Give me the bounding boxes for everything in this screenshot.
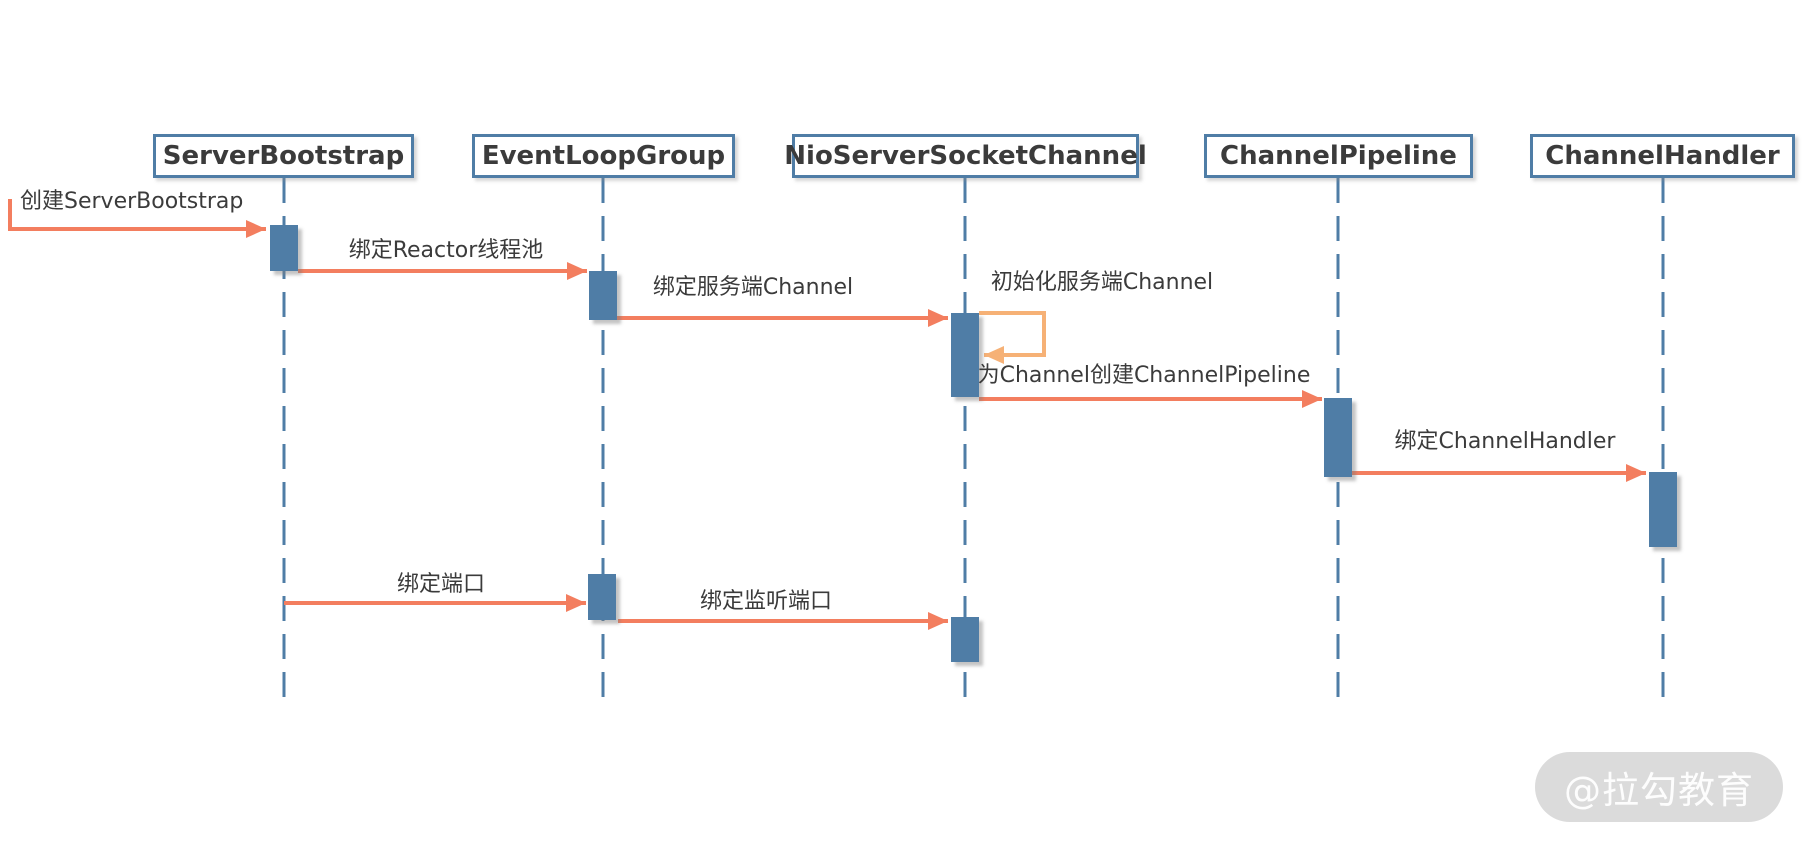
- message-label-bind-port: 绑定端口: [396, 572, 486, 597]
- message-label-bind-server-channel: 绑定服务端Channel: [652, 275, 854, 300]
- participant-box-eventloopgroup: EventLoopGroup: [472, 134, 735, 178]
- message-arrow-init-server-channel-self: [979, 311, 1046, 364]
- participant-box-channelpipeline: ChannelPipeline: [1204, 134, 1473, 178]
- activation-channelpipeline-1: [1324, 398, 1352, 477]
- participant-box-nioserversocketchannel: NioServerSocketChannel: [784, 134, 1147, 178]
- activation-serverbootstrap-1: [270, 225, 298, 271]
- activation-nioserversocketchannel-1: [951, 313, 979, 397]
- activation-nioserversocketchannel-2: [951, 617, 979, 662]
- activation-channelhandler-1: [1649, 472, 1677, 547]
- message-label-bind-channelhandler: 绑定ChannelHandler: [1394, 429, 1616, 454]
- participant-box-channelhandler: ChannelHandler: [1530, 134, 1795, 178]
- message-arrow-create-serverbootstrap: [8, 199, 266, 238]
- activation-eventloopgroup-1: [589, 271, 617, 320]
- message-label-init-server-channel: 初始化服务端Channel: [990, 270, 1214, 295]
- message-label-create-serverbootstrap: 创建ServerBootstrap: [20, 189, 244, 214]
- message-label-create-channelpipeline: 为Channel创建ChannelPipeline: [977, 363, 1311, 388]
- participant-box-serverbootstrap: ServerBootstrap: [153, 134, 414, 178]
- message-label-bind-listen-port: 绑定监听端口: [699, 589, 833, 614]
- activation-eventloopgroup-2: [588, 574, 616, 620]
- watermark-badge: @拉勾教育: [1535, 752, 1783, 822]
- watermark-text: @拉勾教育: [1564, 769, 1754, 812]
- message-label-bind-reactor-pool: 绑定Reactor线程池: [348, 238, 544, 263]
